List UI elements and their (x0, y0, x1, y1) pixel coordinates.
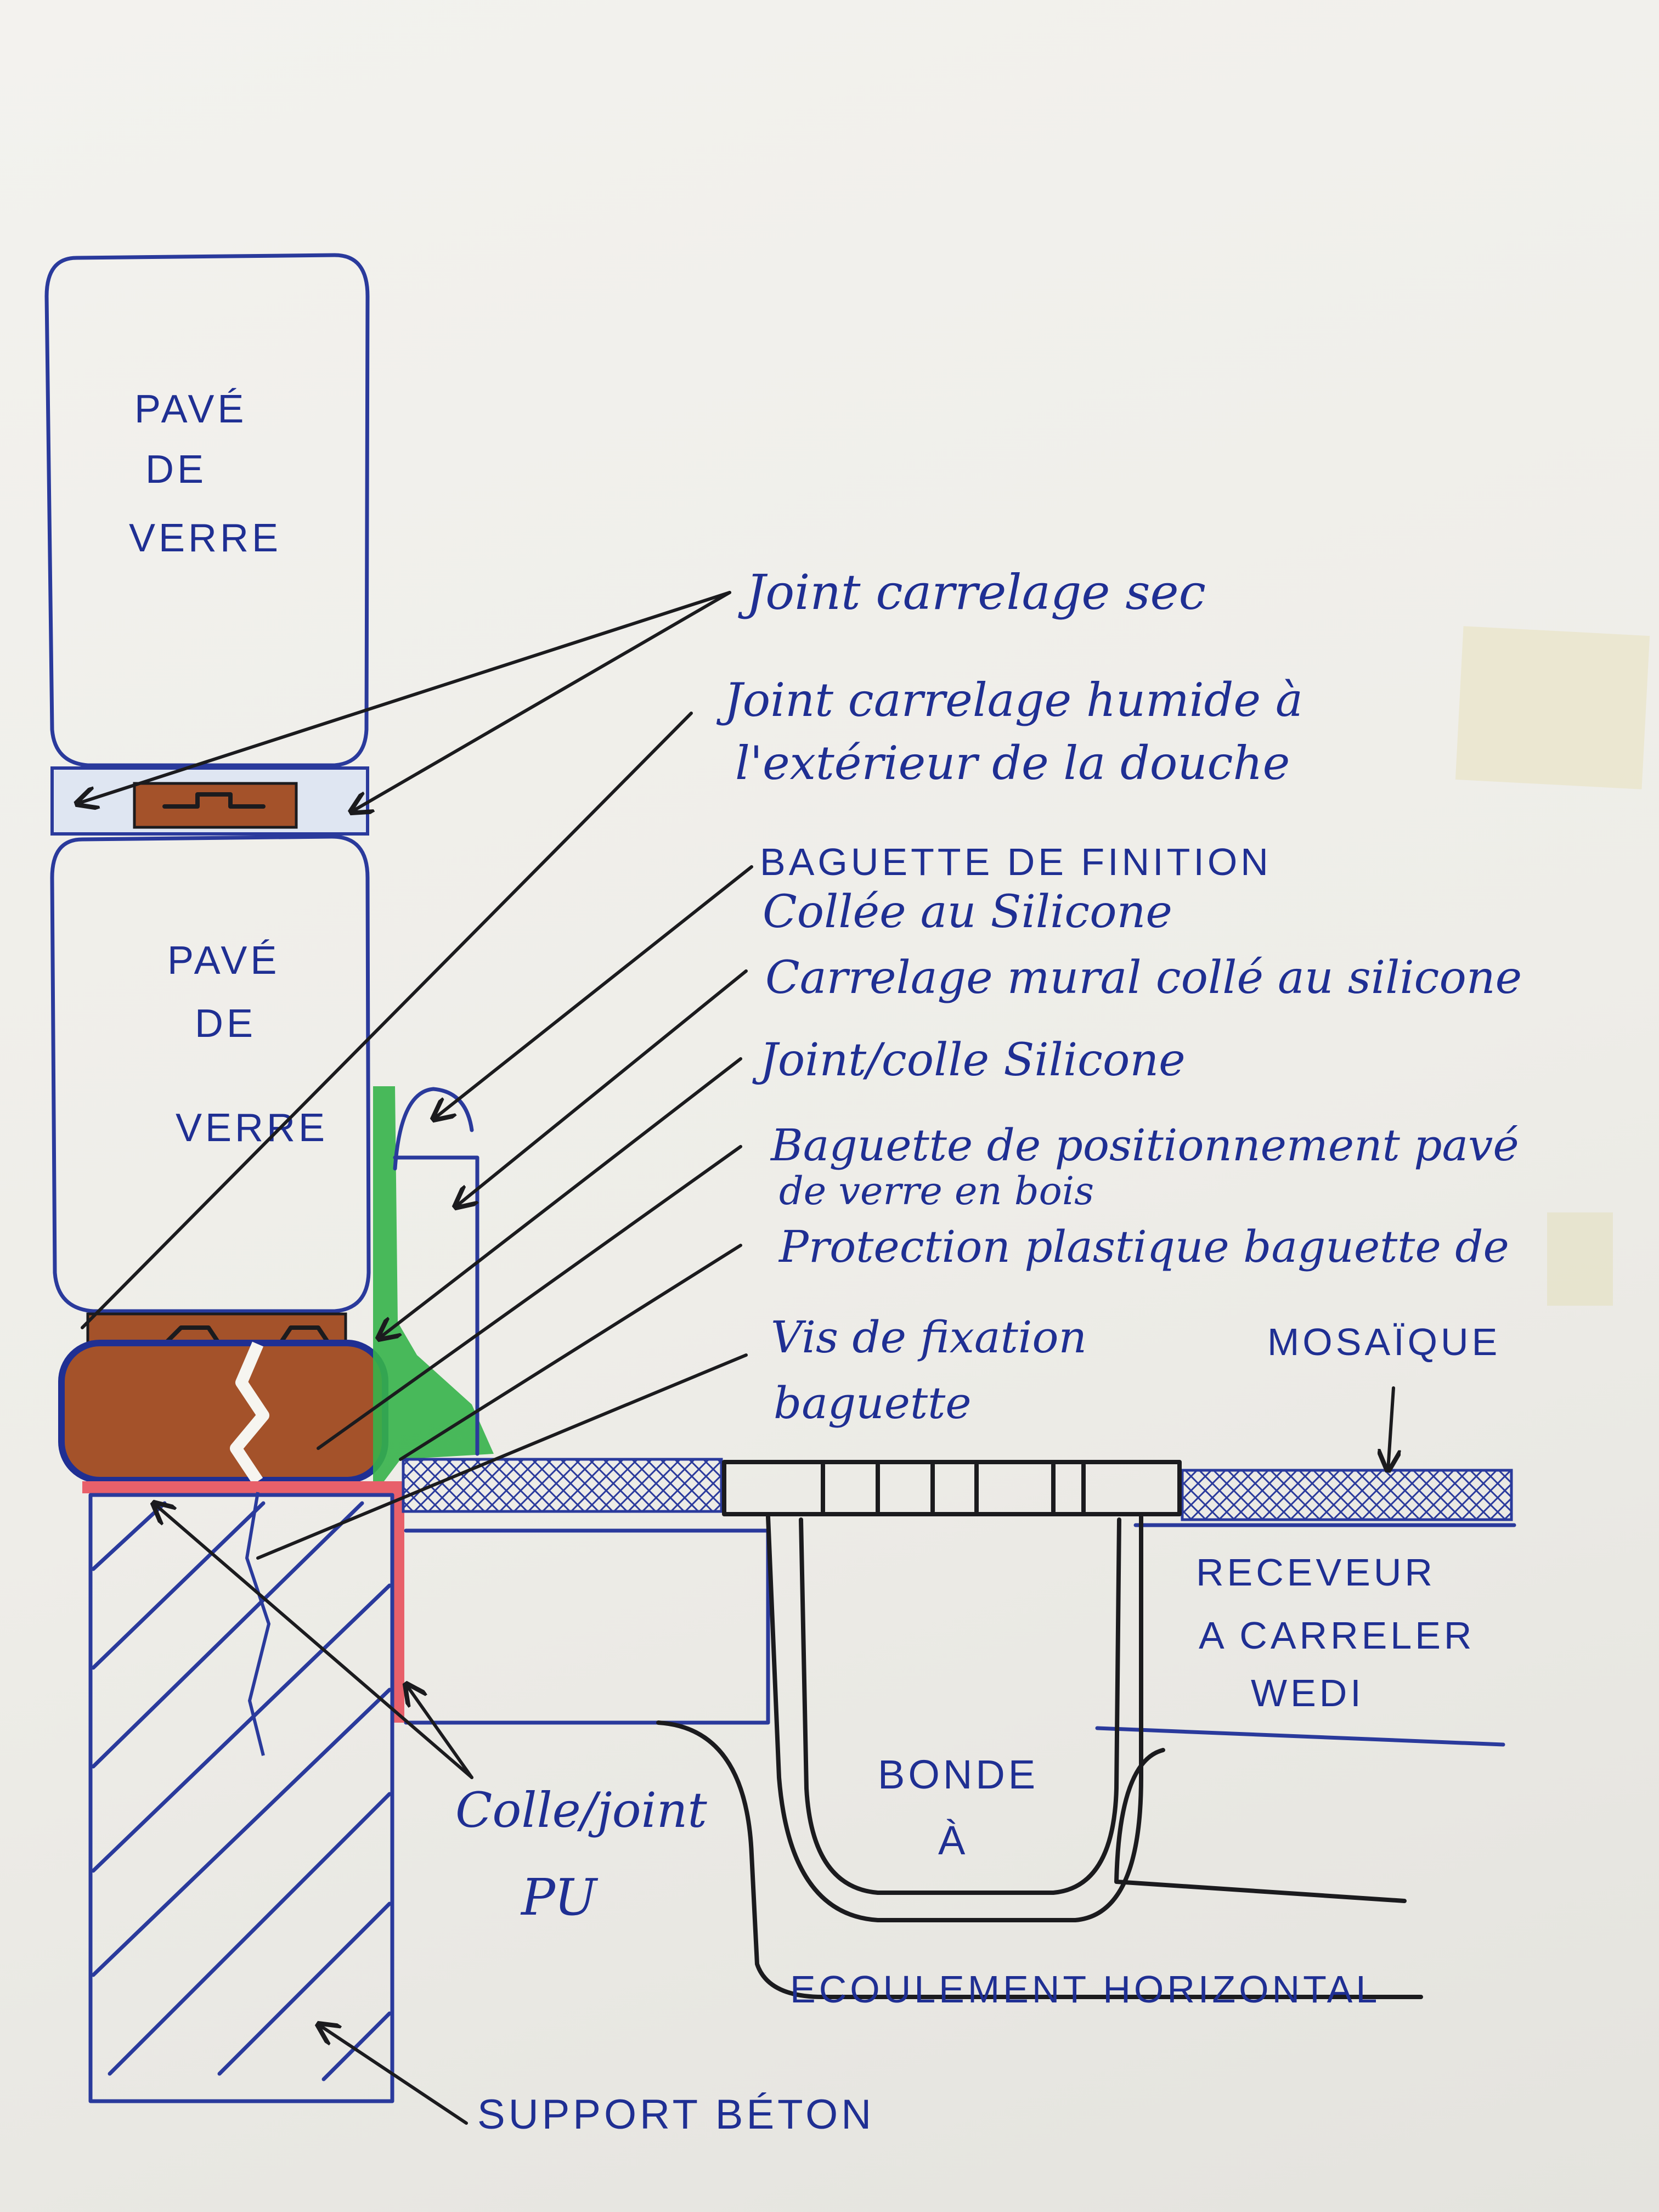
finishing-strip-outline (393, 1087, 474, 1171)
wooden-positioning-strip (58, 1340, 388, 1485)
lower-glass-block: PAVÉ DE VERRE (50, 834, 371, 1313)
leader-lines (77, 591, 753, 2125)
mosaic-layer-right (1181, 1469, 1513, 1521)
dry-tile-joint (50, 766, 369, 836)
upper-glass-block: PAVÉ DE VERRE (44, 253, 370, 768)
mosaic-layer-left (402, 1458, 723, 1513)
lower-glass-block-label-3: VERRE (176, 1106, 328, 1150)
label-receveur-2: A CARRELER (1199, 1614, 1475, 1657)
finishing-strip (393, 1155, 479, 1456)
pu-glue-horizontal (82, 1481, 400, 1493)
wood-strip-upper (133, 782, 298, 829)
label-vis-2: baguette (774, 1378, 972, 1429)
label-colle-pu-2: PU (520, 1868, 599, 1927)
label-colle-pu-1: Colle/joint (455, 1782, 707, 1838)
shower-tray-wedi (404, 1523, 1516, 1747)
pu-glue-vertical (392, 1481, 404, 1723)
drain-body (656, 1515, 1423, 1999)
upper-glass-block-label-3: VERRE (129, 516, 281, 560)
silicone-joint (373, 1086, 494, 1481)
tape-piece (1547, 1212, 1613, 1306)
mosaic-arrow (1388, 1386, 1393, 1470)
label-protection-plastique: Protection plastique baguette de (778, 1221, 1509, 1272)
label-joint-sec: Joint carrelage sec (738, 564, 1206, 620)
label-joint-humide-1: Joint carrelage humide à (716, 673, 1303, 727)
label-mosaique: MOSAÏQUE (1267, 1321, 1500, 1363)
label-joint-humide-2: l'extérieur de la douche (735, 736, 1290, 790)
drain-grille (722, 1460, 1182, 1516)
label-carrelage-mural: Carrelage mural collé au silicone (765, 952, 1522, 1004)
label-receveur-3: WEDI (1251, 1672, 1364, 1714)
lower-glass-block-label-2: DE (195, 1002, 256, 1046)
label-baguette-finition-2: Collée au Silicone (763, 886, 1172, 938)
label-baguette-positionnement-1: Baguette de positionnement pavé (770, 1120, 1519, 1171)
label-receveur-1: RECEVEUR (1196, 1551, 1436, 1594)
tape-piece (1455, 626, 1650, 789)
label-vis-1: Vis de fixation (771, 1312, 1087, 1363)
label-bonde-2: À (938, 1818, 968, 1863)
label-joint-silicone: Joint/colle Silicone (752, 1034, 1186, 1086)
label-support-beton: SUPPORT BÉTON (477, 2091, 874, 2138)
concrete-support (88, 1492, 394, 2103)
label-ecoulement: ECOULEMENT HORIZONTAL (790, 1968, 1380, 2011)
upper-glass-block-label-2: DE (145, 448, 207, 492)
label-bonde-1: BONDE (878, 1752, 1039, 1797)
label-baguette-positionnement-2: de verre en bois (779, 1169, 1094, 1214)
upper-glass-block-label-1: PAVÉ (134, 387, 247, 431)
label-baguette-finition-1: BAGUETTE DE FINITION (760, 840, 1272, 883)
lower-glass-block-label-1: PAVÉ (167, 939, 280, 983)
